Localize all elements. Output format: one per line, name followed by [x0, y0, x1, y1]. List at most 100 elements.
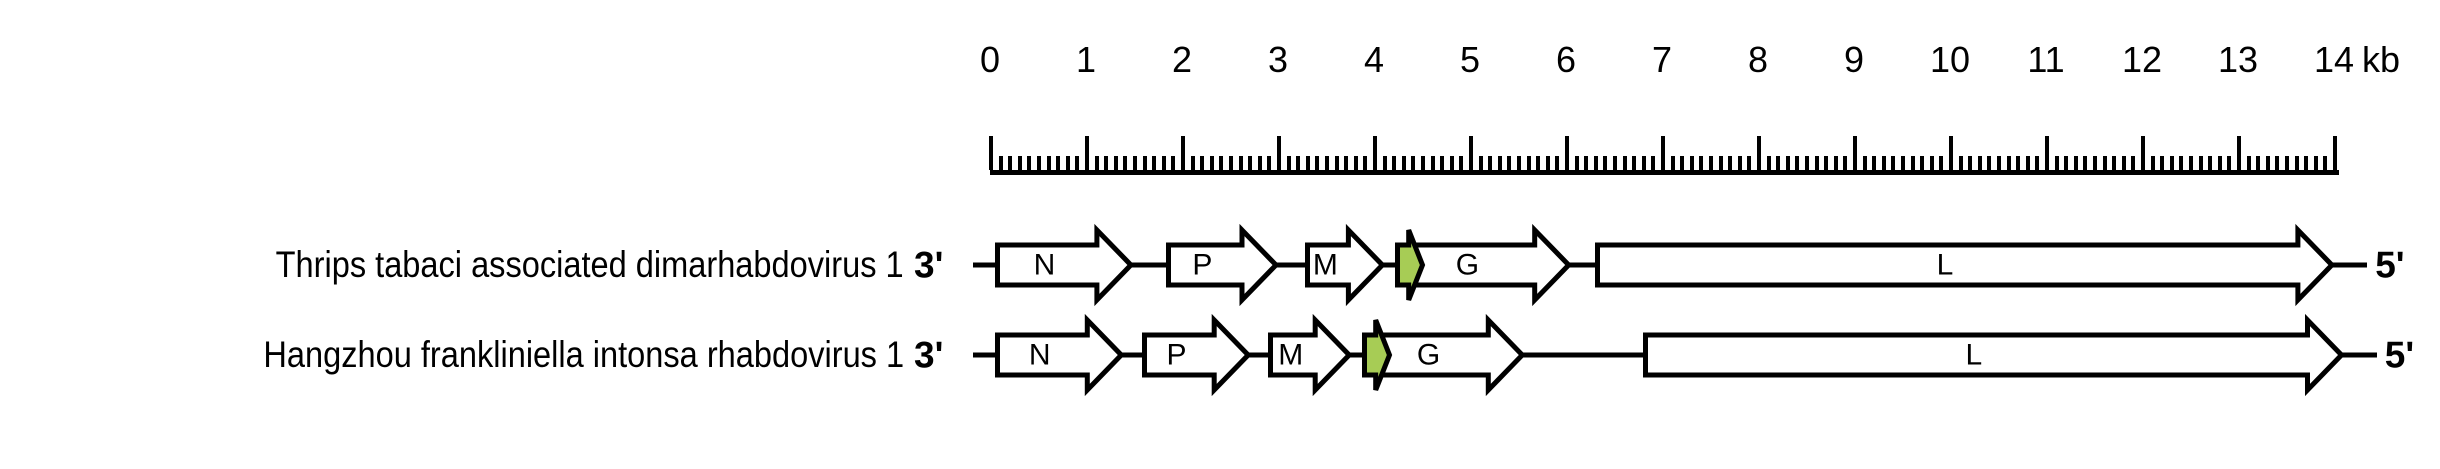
ruler-minor-tick	[2179, 156, 2184, 170]
gene-arrow-g: G	[1371, 313, 1526, 397]
ruler-major-tick	[1373, 136, 1377, 170]
ruler-minor-tick	[1257, 156, 1262, 170]
ruler-minor-tick	[1939, 156, 1944, 170]
organism-name: Hangzhou frankliniella intonsa rhabdovir…	[263, 334, 904, 375]
ruler-minor-tick	[1862, 156, 1867, 170]
ruler-major-tick	[1853, 136, 1857, 170]
ruler-minor-tick	[2169, 156, 2174, 170]
ruler-minor-tick	[1497, 156, 1502, 170]
ruler-minor-tick	[1017, 156, 1022, 170]
ruler-tick-label-4: 4	[1363, 39, 1385, 80]
ruler-minor-tick	[1718, 156, 1723, 170]
ruler-tick-label-14: 14	[2313, 39, 2355, 80]
ruler-minor-tick	[1593, 156, 1598, 170]
ruler-minor-tick	[1766, 156, 1771, 170]
ruler-minor-tick	[1833, 156, 1838, 170]
ruler-minor-tick	[1113, 156, 1118, 170]
genome-row: Thrips tabaci associated dimarhabdovirus…	[0, 222, 2440, 308]
three-prime-label: 3'	[914, 334, 944, 376]
ruler-minor-tick	[1142, 156, 1147, 170]
ruler-minor-tick	[1603, 156, 1608, 170]
ruler-minor-tick	[1977, 156, 1982, 170]
ruler-minor-tick	[2112, 156, 2117, 170]
ruler-minor-tick	[2131, 156, 2136, 170]
ruler-tick-label-13: 13	[2217, 39, 2259, 80]
ruler-minor-tick	[1133, 156, 1137, 170]
ruler-major-tick	[2141, 136, 2145, 170]
ruler-minor-tick	[2121, 156, 2126, 170]
gene-arrow-l: L	[1642, 313, 2345, 397]
ruler-minor-tick	[1747, 156, 1752, 170]
ruler-minor-tick	[1286, 156, 1291, 170]
ruler-minor-tick	[1046, 156, 1051, 170]
gene-arrow-n: N	[994, 313, 1125, 397]
ruler-minor-tick	[1325, 156, 1329, 170]
ruler-major-tick	[2333, 136, 2337, 170]
ruler-minor-tick	[1459, 156, 1464, 170]
ruler-minor-tick	[1929, 156, 1934, 170]
ruler-minor-tick	[2265, 156, 2270, 170]
ruler-major-tick	[2045, 136, 2049, 170]
ruler-minor-tick	[1229, 156, 1233, 170]
ruler-minor-tick	[1997, 156, 2001, 170]
ruler-minor-tick	[1401, 156, 1406, 170]
ruler-minor-tick	[998, 156, 1003, 170]
ruler-minor-tick	[1872, 156, 1877, 170]
ruler-minor-tick	[1449, 156, 1454, 170]
ruler-minor-tick	[1238, 156, 1243, 170]
ruler-minor-tick	[1728, 156, 1733, 170]
ruler-minor-tick	[1680, 156, 1685, 170]
ruler-minor-tick	[1075, 156, 1080, 170]
ruler-minor-tick	[1421, 156, 1425, 170]
ruler-minor-tick	[1200, 156, 1205, 170]
ruler-minor-tick	[1305, 156, 1310, 170]
three-prime-label: 3'	[914, 244, 944, 286]
ruler-minor-tick	[1632, 156, 1637, 170]
ruler-tick-label-7: 7	[1651, 39, 1673, 80]
ruler-baseline	[990, 170, 2339, 175]
genome-row: Hangzhou frankliniella intonsa rhabdovir…	[0, 312, 2440, 398]
ruler-minor-tick	[1094, 156, 1099, 170]
ruler-minor-tick	[1488, 156, 1493, 170]
ruler-minor-tick	[1709, 156, 1713, 170]
ruler-minor-tick	[2006, 156, 2011, 170]
ruler-minor-tick	[1536, 156, 1541, 170]
ruler-minor-tick	[1152, 156, 1157, 170]
ruler-minor-tick	[1363, 156, 1368, 170]
gene-arrow-g: G	[1402, 223, 1572, 307]
ruler-minor-tick	[1161, 156, 1166, 170]
ruler-minor-tick	[2294, 156, 2299, 170]
ruler-major-tick	[1661, 136, 1665, 170]
ruler-minor-tick	[1843, 156, 1848, 170]
ruler-tick-label-0: 0	[979, 39, 1001, 80]
ruler-minor-tick	[1555, 156, 1560, 170]
gene-arrow-highlighted	[1395, 228, 1426, 303]
ruler-minor-tick	[1104, 156, 1109, 170]
ruler-minor-tick	[2285, 156, 2289, 170]
five-prime-label: 5'	[2384, 334, 2415, 376]
ruler-minor-tick	[1584, 156, 1589, 170]
ruler-tick-label-8: 8	[1747, 39, 1769, 80]
ruler-minor-tick	[1190, 156, 1195, 170]
ruler-minor-tick	[1008, 156, 1013, 170]
ruler-minor-tick	[2093, 156, 2097, 170]
gene-arrow-highlighted	[1362, 318, 1393, 393]
ruler-minor-tick	[2208, 156, 2213, 170]
ruler-minor-tick	[1526, 156, 1531, 170]
ruler-minor-tick	[1478, 156, 1483, 170]
ruler-tick-label-10: 10	[1929, 39, 1971, 80]
ruler-minor-tick	[2073, 156, 2078, 170]
organism-name: Thrips tabaci associated dimarhabdovirus…	[275, 244, 904, 285]
gene-arrow-p: P	[1141, 313, 1252, 397]
ruler-minor-tick	[2246, 156, 2251, 170]
ruler-minor-tick	[1353, 156, 1358, 170]
ruler-minor-tick	[2054, 156, 2059, 170]
ruler-minor-tick	[1315, 156, 1320, 170]
ruler-minor-tick	[1920, 156, 1925, 170]
ruler-minor-tick	[1545, 156, 1550, 170]
ruler-minor-tick	[1613, 156, 1617, 170]
five-prime-label: 5'	[2375, 244, 2405, 286]
ruler-major-tick	[1949, 136, 1953, 170]
ruler-tick-label-6: 6	[1555, 39, 1577, 80]
ruler-minor-tick	[1123, 156, 1128, 170]
